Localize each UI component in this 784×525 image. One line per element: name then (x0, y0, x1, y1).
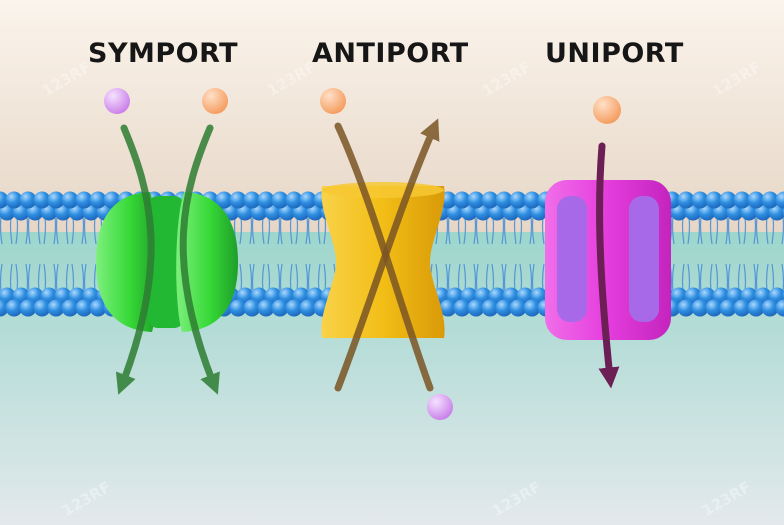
antiport-orange-molecule (320, 88, 346, 114)
uniport-label: UNIPORT (545, 38, 684, 69)
symport-orange-molecule (202, 88, 228, 114)
symport-protein (96, 192, 238, 332)
uniport-protein (545, 180, 671, 340)
uniport-inner-right (629, 196, 659, 322)
antiport-label: ANTIPORT (312, 38, 469, 69)
antiport-top-rim (322, 182, 444, 198)
uniport-inner-left (557, 196, 587, 322)
symport-purple-molecule (104, 88, 130, 114)
symport-label: SYMPORT (88, 38, 238, 69)
uniport-orange-molecule (593, 96, 621, 124)
antiport-purple-molecule (427, 394, 453, 420)
